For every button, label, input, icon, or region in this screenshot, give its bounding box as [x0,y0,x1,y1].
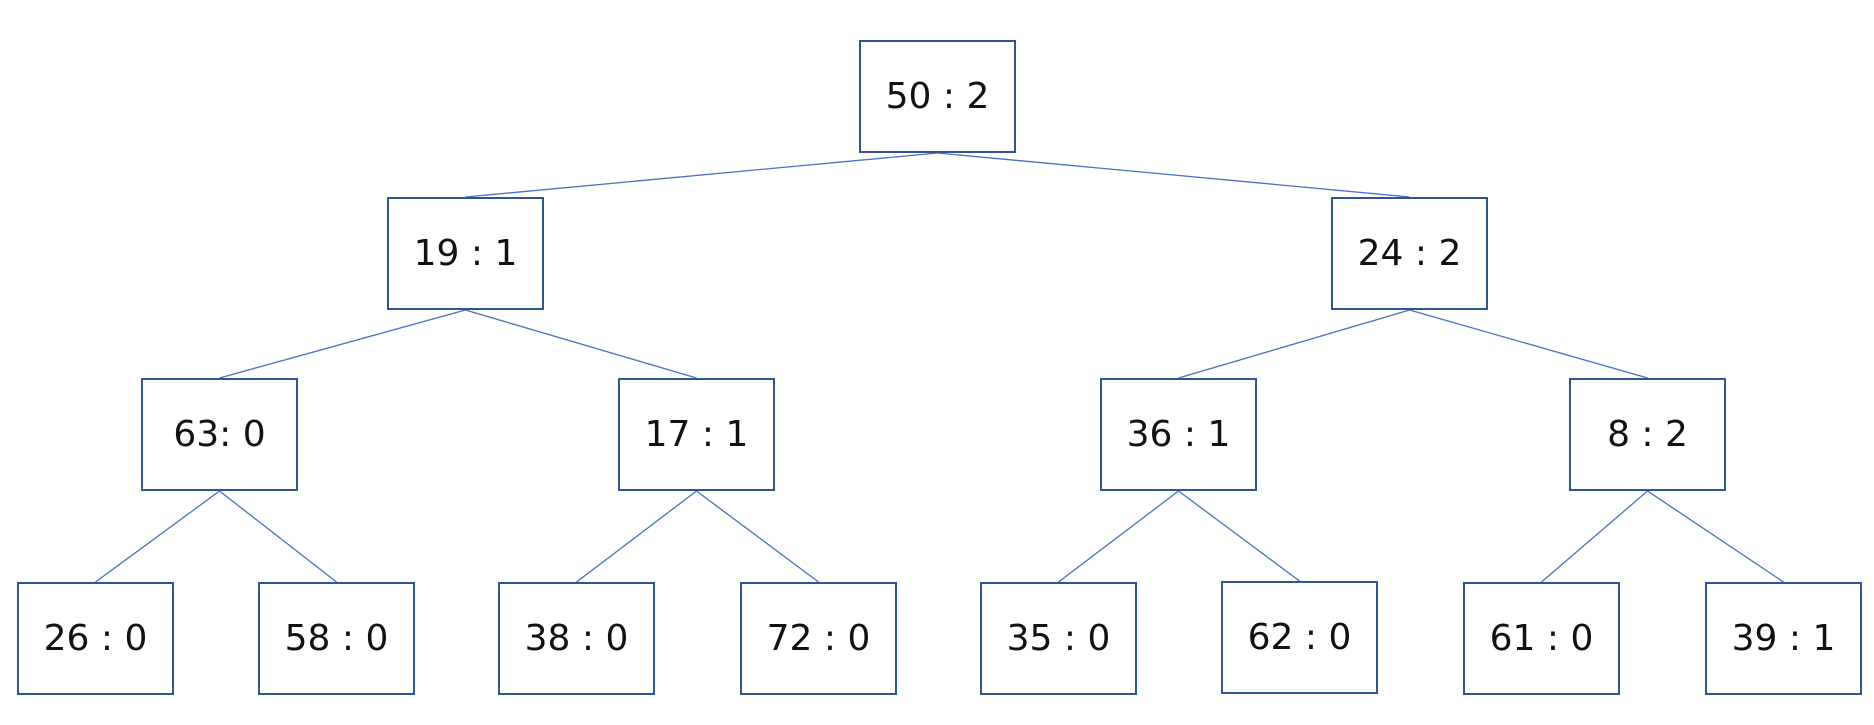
edge-ll-llr [219,490,337,583]
edge-lr-lrl [576,490,697,583]
edge-r-rl [1178,309,1410,379]
edge-lr-lrr [696,490,819,583]
tree-node-rll: 35 : 0 [980,582,1137,695]
edge-root-l [465,152,938,198]
tree-node-lrr: 72 : 0 [740,582,897,695]
edge-l-lr [465,309,697,379]
tree-node-llr: 58 : 0 [258,582,415,695]
edge-r-rr [1409,309,1648,379]
edge-rl-rlr [1178,490,1300,582]
tree-node-rlr: 62 : 0 [1221,581,1378,694]
tree-node-lll: 26 : 0 [17,582,174,695]
tree-node-ll: 63: 0 [141,378,298,491]
tree-node-r: 24 : 2 [1331,197,1488,310]
edge-rl-rll [1058,490,1179,583]
edge-rr-rrl [1541,490,1648,583]
edge-ll-lll [95,490,220,583]
tree-node-l: 19 : 1 [387,197,544,310]
tree-node-rrl: 61 : 0 [1463,582,1620,695]
edge-l-ll [219,309,466,379]
edge-rr-rrr [1647,490,1784,583]
tree-node-rr: 8 : 2 [1569,378,1726,491]
tree-node-lrl: 38 : 0 [498,582,655,695]
tree-node-rrr: 39 : 1 [1705,582,1862,695]
tree-node-rl: 36 : 1 [1100,378,1257,491]
tree-node-lr: 17 : 1 [618,378,775,491]
edge-root-r [937,152,1410,198]
tree-node-root: 50 : 2 [859,40,1016,153]
